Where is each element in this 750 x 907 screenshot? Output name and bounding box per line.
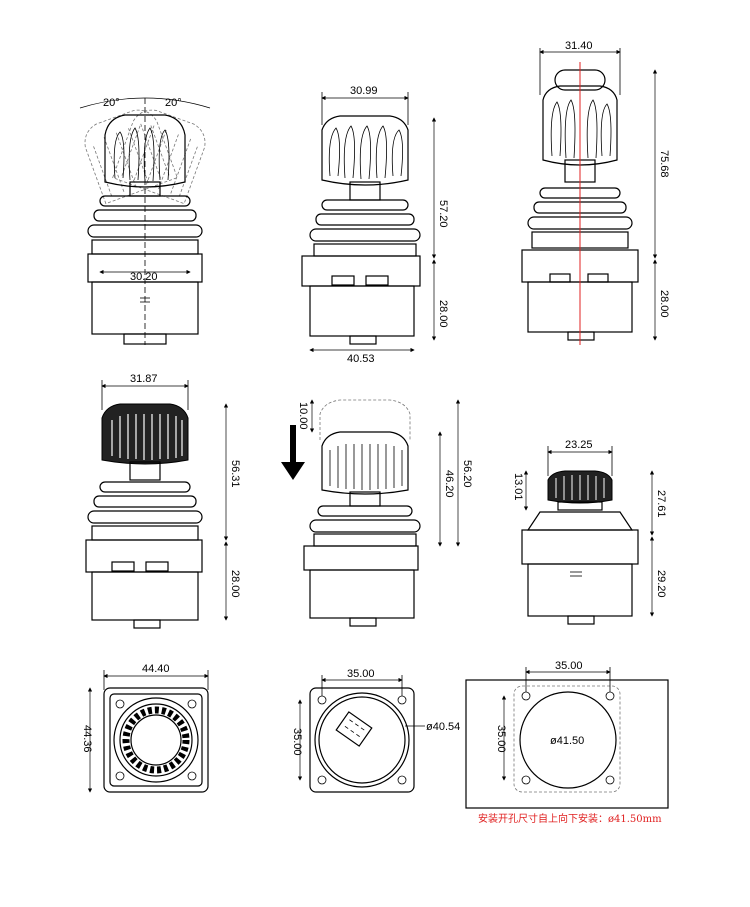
- dim-overall-height: 75.68: [658, 150, 670, 178]
- view-flange: 35.00 35.00 ø40.54: [291, 668, 460, 793]
- dim-bottom-height: 44.36: [81, 725, 93, 753]
- dim-knob-width: 31.40: [565, 40, 593, 52]
- tilted-knob-right: [112, 109, 206, 205]
- dim-overall-height: 57.20: [437, 200, 449, 228]
- dim-flange-diameter: ø40.54: [426, 721, 460, 733]
- dim-knob-height: 13.01: [512, 473, 524, 501]
- dim-overall-height: 56.31: [229, 460, 241, 488]
- view-push: 10.00 46.20 56.20: [281, 399, 473, 627]
- view-dark-knob: 31.87 56.31 28.00: [85, 373, 241, 629]
- dim-tilt-left: 20°: [103, 97, 120, 109]
- boot-ring: [99, 195, 191, 207]
- view-tilt: 20° 20° 30.20: [79, 97, 211, 345]
- dim-height: 56.20: [461, 460, 473, 488]
- dim-tilt-right: 20°: [165, 97, 182, 109]
- dim-flange-height: 35.00: [291, 728, 303, 756]
- view-front: 30.99 57.20 28.00 40.53: [301, 85, 449, 365]
- dim-knob-width: 23.25: [565, 439, 593, 451]
- view-side: 31.40 75.68 28.00: [521, 40, 670, 345]
- knob-upright: [104, 114, 186, 188]
- view-bottom: 44.40 44.36: [81, 663, 209, 793]
- dim-cutout-height: 35.00: [495, 725, 507, 753]
- dim-bottom-width: 40.53: [347, 353, 375, 365]
- dim-cutout-diameter: ø41.50: [550, 735, 584, 747]
- dim-flange-width: 35.00: [347, 668, 375, 680]
- dim-height-pressed: 46.20: [443, 470, 455, 498]
- view-cutout: 35.00 35.00 ø41.50 安装开孔尺寸自上向下安装：ø41.50mm: [465, 660, 669, 825]
- dim-knob-width: 30.99: [350, 85, 378, 97]
- dim-base-height: 29.20: [655, 570, 667, 598]
- mounting-note: 安装开孔尺寸自上向下安装：ø41.50mm: [478, 812, 662, 825]
- tilted-knob-left: [84, 109, 178, 205]
- cutout-frame: [465, 679, 669, 809]
- dim-overall-height: 27.61: [655, 490, 667, 518]
- dim-press-travel: 10.00: [297, 402, 309, 430]
- dim-base-width: 30.20: [130, 271, 158, 283]
- press-arrow-icon: [281, 425, 305, 480]
- dim-base-height: 28.00: [658, 290, 670, 318]
- dim-bottom-width: 44.40: [142, 663, 170, 675]
- dim-base-height: 28.00: [437, 300, 449, 328]
- dim-knob-width: 31.87: [130, 373, 158, 385]
- terminal: [123, 333, 167, 345]
- view-low-profile: 23.25 13.01 27.61 29.20: [512, 439, 667, 625]
- dim-base-height: 28.00: [229, 570, 241, 598]
- dim-cutout-width: 35.00: [555, 660, 583, 672]
